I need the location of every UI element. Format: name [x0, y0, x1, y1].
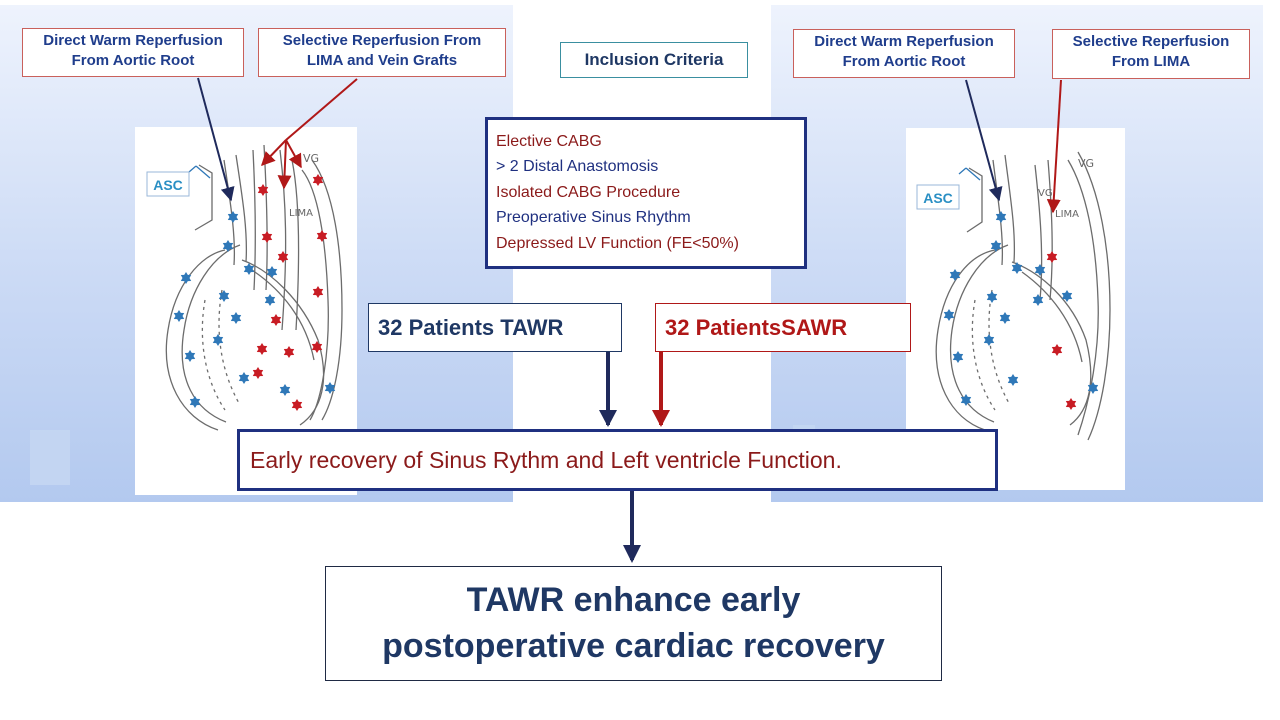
asc-label-left: ASC — [153, 177, 183, 193]
vg-label-right: VG — [1078, 157, 1094, 170]
group-sawr-box: 32 PatientsSAWR — [655, 303, 911, 352]
arrow-conclusion-head — [623, 545, 641, 563]
asc-box-right — [916, 184, 960, 210]
lima-label-right: LIMA — [1055, 209, 1079, 220]
arrow-selective-stem-left — [285, 78, 358, 141]
group-tawr-box: 32 Patients TAWR — [368, 303, 622, 352]
lima-label-left: LIMA — [289, 208, 313, 219]
vg-label-left: VG — [303, 152, 319, 165]
conclusion-box: TAWR enhance early postoperative cardiac… — [325, 566, 942, 681]
arrow-sawr-head — [652, 410, 670, 427]
decorative-square — [30, 430, 70, 485]
criteria-box: Elective CABG > 2 Distal Anastomosis Iso… — [485, 117, 807, 269]
vg2-label-right: VG — [1038, 188, 1053, 199]
arrow-direct-right — [965, 79, 1003, 202]
arrow-tawr-head — [599, 410, 617, 427]
asc-box-left — [146, 171, 190, 197]
arrow-selective-left-a — [261, 139, 287, 167]
arrow-direct-left — [197, 77, 235, 202]
arrow-selective-left-b — [277, 139, 292, 190]
blue-stars-right — [943, 211, 1099, 406]
heart-drawing-left — [165, 144, 343, 431]
criteria-item: Depressed LV Function (FE<50%) — [496, 234, 739, 252]
arrow-selective-right — [1046, 79, 1062, 214]
criteria-item: > 2 Distal Anastomosis — [496, 158, 659, 176]
heart-drawing-right — [935, 151, 1111, 441]
conclusion-line: postoperative cardiac recovery — [382, 627, 885, 665]
arrow-selective-left-c — [285, 139, 302, 169]
inclusion-criteria-title: Inclusion Criteria — [560, 42, 748, 78]
conclusion-line: TAWR enhance early — [466, 581, 801, 619]
criteria-item: Preoperative Sinus Rhythm — [496, 209, 691, 227]
asc-label-right: ASC — [923, 190, 953, 206]
criteria-item: Elective CABG — [496, 133, 602, 150]
result-box: Early recovery of Sinus Rythm and Left v… — [237, 429, 998, 491]
criteria-item: Isolated CABG Procedure — [496, 183, 681, 201]
blue-stars-left — [173, 211, 336, 408]
